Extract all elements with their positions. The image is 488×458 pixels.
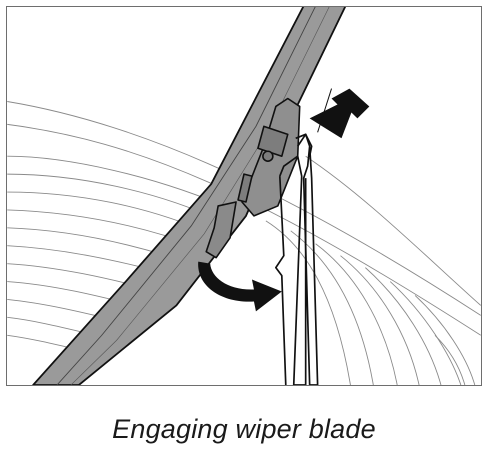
figure-caption: Engaging wiper blade [112, 414, 376, 444]
curved-arrow-icon [198, 261, 282, 312]
arrow-down-left-icon [309, 88, 370, 139]
wiper-blade-illustration [7, 7, 481, 385]
illustration-frame [6, 6, 482, 386]
windshield-glass-lines [7, 101, 481, 385]
wiper-arm [32, 7, 347, 385]
arrow-guide-line [317, 88, 333, 133]
wiper-blade-connector [205, 97, 301, 259]
wiper-blade-rails [274, 133, 319, 385]
